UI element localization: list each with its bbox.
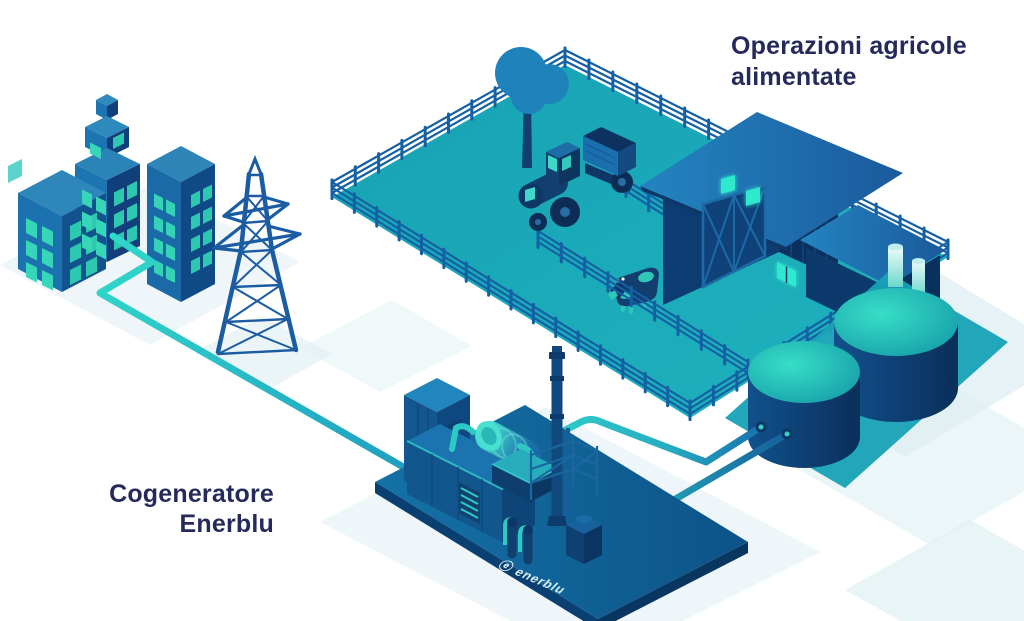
gas-pipe-upper bbox=[546, 416, 765, 466]
tank-nozzles bbox=[755, 421, 793, 440]
tree-icon bbox=[495, 47, 569, 168]
cogenerator-label: Cogeneratore Enerblu bbox=[78, 479, 274, 539]
cogenerator-label-line2: Enerblu bbox=[179, 510, 274, 538]
farm-truck-icon bbox=[518, 127, 636, 231]
vent-stacks-icon bbox=[888, 243, 925, 295]
exhaust-unit bbox=[566, 515, 602, 564]
farm-label: Operazioni agricole alimentate bbox=[731, 31, 967, 93]
power-line-pipe bbox=[96, 232, 416, 476]
biogas-tanks bbox=[748, 288, 958, 468]
front-pumps bbox=[503, 517, 533, 565]
scaffold-railing bbox=[529, 436, 599, 500]
city-buildings bbox=[18, 94, 215, 302]
farm-label-line2: alimentate bbox=[731, 63, 857, 91]
farm-label-line1: Operazioni agricole bbox=[731, 32, 967, 60]
building-windows bbox=[26, 132, 212, 291]
farm-field bbox=[332, 65, 948, 418]
tank-rear bbox=[834, 288, 958, 422]
power-pylon-icon bbox=[212, 154, 302, 356]
cogenerator-label-line1: Cogeneratore bbox=[109, 480, 274, 508]
louver-panel bbox=[459, 482, 480, 524]
cogenerator: ⓔ enerblu bbox=[375, 346, 748, 621]
